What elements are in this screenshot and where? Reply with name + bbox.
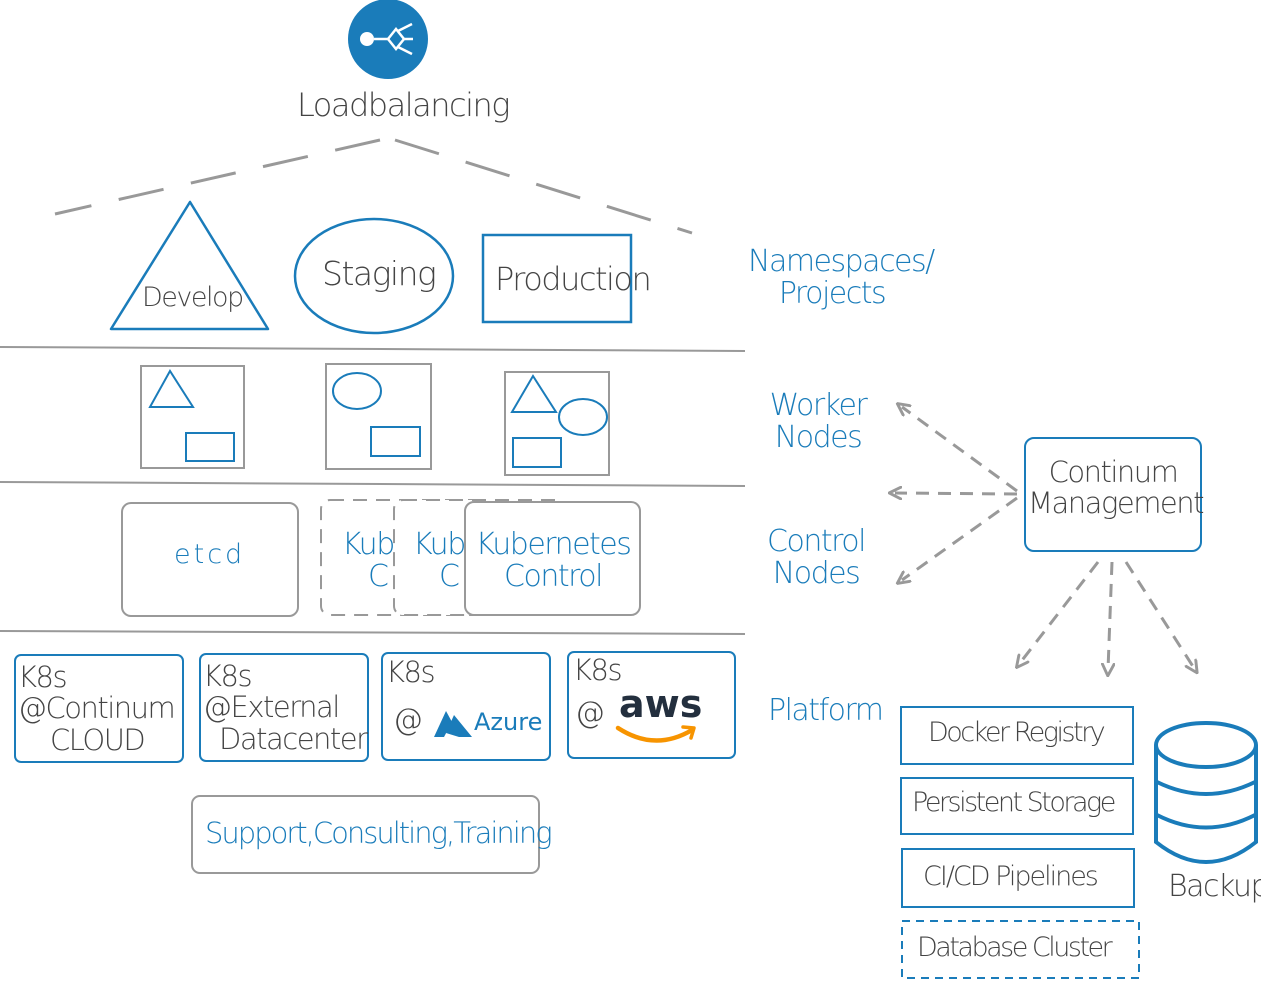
worker-nodes-label-line-1: Worker [769, 388, 868, 423]
control-nodes-label-line-2: Nodes [772, 556, 861, 592]
platform-label: Platform [768, 693, 884, 728]
continum-line-1: @Continum [18, 691, 176, 726]
control-nodes-label: Control Nodes [760, 524, 872, 592]
platform-card-aws-at: @ [575, 696, 605, 731]
platform-card-azure [381, 652, 551, 761]
namespaces-label-line-2: Projects [778, 276, 887, 312]
loadbalancing-roof [54, 138, 693, 235]
ghost-2-line-1: Kub [413, 527, 466, 562]
platform-card-azure-at: @ [393, 703, 423, 738]
separator-line [0, 630, 746, 635]
external-line-2: Datacenter [219, 721, 368, 756]
develop-triangle [109, 200, 270, 331]
support-box [191, 795, 540, 874]
production-box [481, 233, 633, 324]
k8s-label: K8s [18, 660, 68, 694]
separator-line [0, 481, 746, 487]
etcd-label: etcd [174, 539, 246, 570]
ghost-2-line-2: C [439, 559, 460, 595]
azure-logo-icon [434, 711, 472, 737]
management-line-2: Management [1028, 486, 1205, 521]
ghost-1-line-2: C [368, 559, 389, 595]
worker-node-3 [504, 371, 610, 476]
azure-brand-label: Azure [474, 708, 543, 736]
loadbalancer-icon [348, 0, 428, 79]
worker-nodes-label-line-2: Nodes [774, 420, 863, 456]
control-nodes-label-line-1: Control [767, 524, 866, 559]
platform-card-aws-k8s: K8s [573, 653, 623, 687]
platform-card-continum [14, 654, 184, 763]
external-line-1: @External [203, 690, 340, 725]
management-arrows [895, 407, 1194, 670]
worker-node-2 [325, 363, 432, 470]
worker-nodes-label: Worker Nodes [762, 388, 874, 456]
kubernetes-control-ghost-2-label: Kub C [413, 527, 466, 595]
service-label-database-cluster: Database Cluster [917, 932, 1113, 963]
database-icon [1154, 721, 1258, 864]
production-label: Production [495, 260, 652, 298]
service-box-persistent-storage [900, 777, 1134, 835]
aws-brand-label: aws [619, 682, 703, 726]
platform-card-external [199, 653, 369, 762]
continum-line-2: CLOUD [50, 722, 146, 757]
support-label: Support,Consulting,Training [205, 816, 553, 850]
kubernetes-control-box [464, 501, 641, 616]
worker-node-1 [140, 365, 245, 469]
service-label-persistent-storage: Persistent Storage [912, 787, 1116, 818]
ghost-1-line-1: Kub [342, 527, 395, 562]
kubernetes-control-line-2: Control [504, 559, 603, 595]
staging-circle [293, 217, 455, 335]
k8s-label: K8s [203, 659, 253, 693]
service-box-database-cluster [901, 920, 1140, 979]
kubernetes-control-ghost-1-label: Kub C [342, 527, 395, 595]
management-line-1: Continum [1048, 455, 1179, 489]
management-box [1024, 437, 1202, 552]
management-label: Continum Management [1028, 455, 1205, 521]
service-label-cicd: CI/CD Pipelines [923, 861, 1099, 892]
namespaces-label-line-1: Namespaces/ [748, 244, 935, 279]
staging-label: Staging [322, 254, 437, 293]
loadbalancing-label: Loadbalancing [297, 86, 510, 124]
platform-card-external-text: K8s @External Datacenter [203, 659, 368, 756]
develop-label: Develop [142, 282, 244, 313]
kubernetes-control-label: Kubernetes Control [470, 527, 636, 595]
service-box-docker-registry [900, 706, 1134, 765]
separator-line [0, 346, 746, 352]
service-label-docker-registry: Docker Registry [928, 717, 1106, 748]
platform-card-azure-k8s: K8s [386, 655, 436, 689]
backup-label: Backup [1168, 869, 1261, 904]
service-box-cicd [901, 848, 1135, 908]
aws-smile-icon [615, 725, 696, 743]
platform-card-continum-text: K8s @Continum CLOUD [18, 660, 176, 757]
platform-card-aws [567, 651, 736, 759]
namespaces-label: Namespaces/ Projects [748, 244, 935, 312]
kubernetes-control-line-1: Kubernetes [475, 527, 632, 562]
etcd-box [121, 502, 299, 617]
